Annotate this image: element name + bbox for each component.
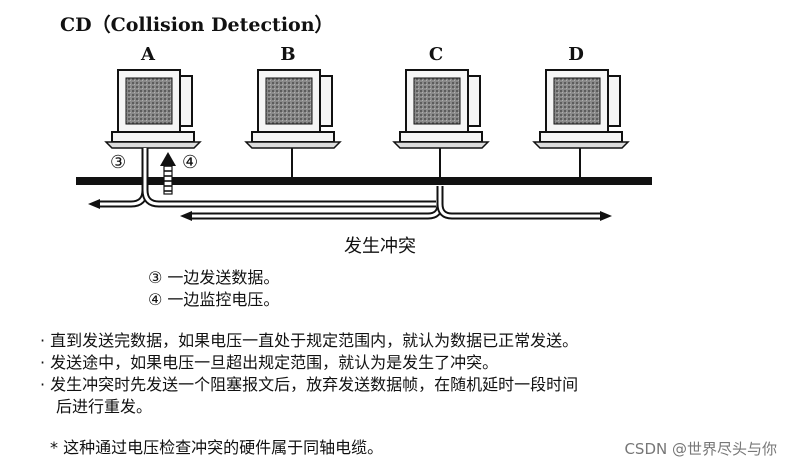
computer-label-c: C [428,44,444,65]
monitor-arrow-up [160,152,176,195]
signal-path-c [180,186,612,221]
legend-send: ③ 一边发送数据。 [148,268,280,287]
footnote: * 这种通过电压检查冲突的硬件属于同轴电缆。 [50,438,384,457]
computer-b [244,69,342,149]
marker-send: ③ [110,152,127,173]
signal-path-a [88,148,436,209]
watermark: CSDN @世界尽头与你 [624,440,777,458]
computer-c [392,69,490,149]
computer-label-a: A [141,44,155,65]
diagram-title: CD（Collision Detection） [60,14,334,36]
collision-label: 发生冲突 [344,236,416,257]
computer-a [104,69,202,149]
bus-cable [76,177,652,185]
note-2: · 发送途中，如果电压一旦超出规定范围，就认为是发生了冲突。 [40,353,499,372]
note-3: · 发生冲突时先发送一个阻塞报文后，放弃发送数据帧，在随机延时一段时间 [40,375,579,394]
note-4: 后进行重发。 [40,397,153,416]
computer-label-d: D [568,44,584,65]
legend-monitor: ④ 一边监控电压。 [148,290,280,309]
marker-monitor: ④ [182,152,199,173]
note-1: · 直到发送完数据，如果电压一直处于规定范围内，就认为数据已正常发送。 [40,331,579,350]
computer-label-b: B [280,44,296,65]
computer-d [532,69,630,149]
